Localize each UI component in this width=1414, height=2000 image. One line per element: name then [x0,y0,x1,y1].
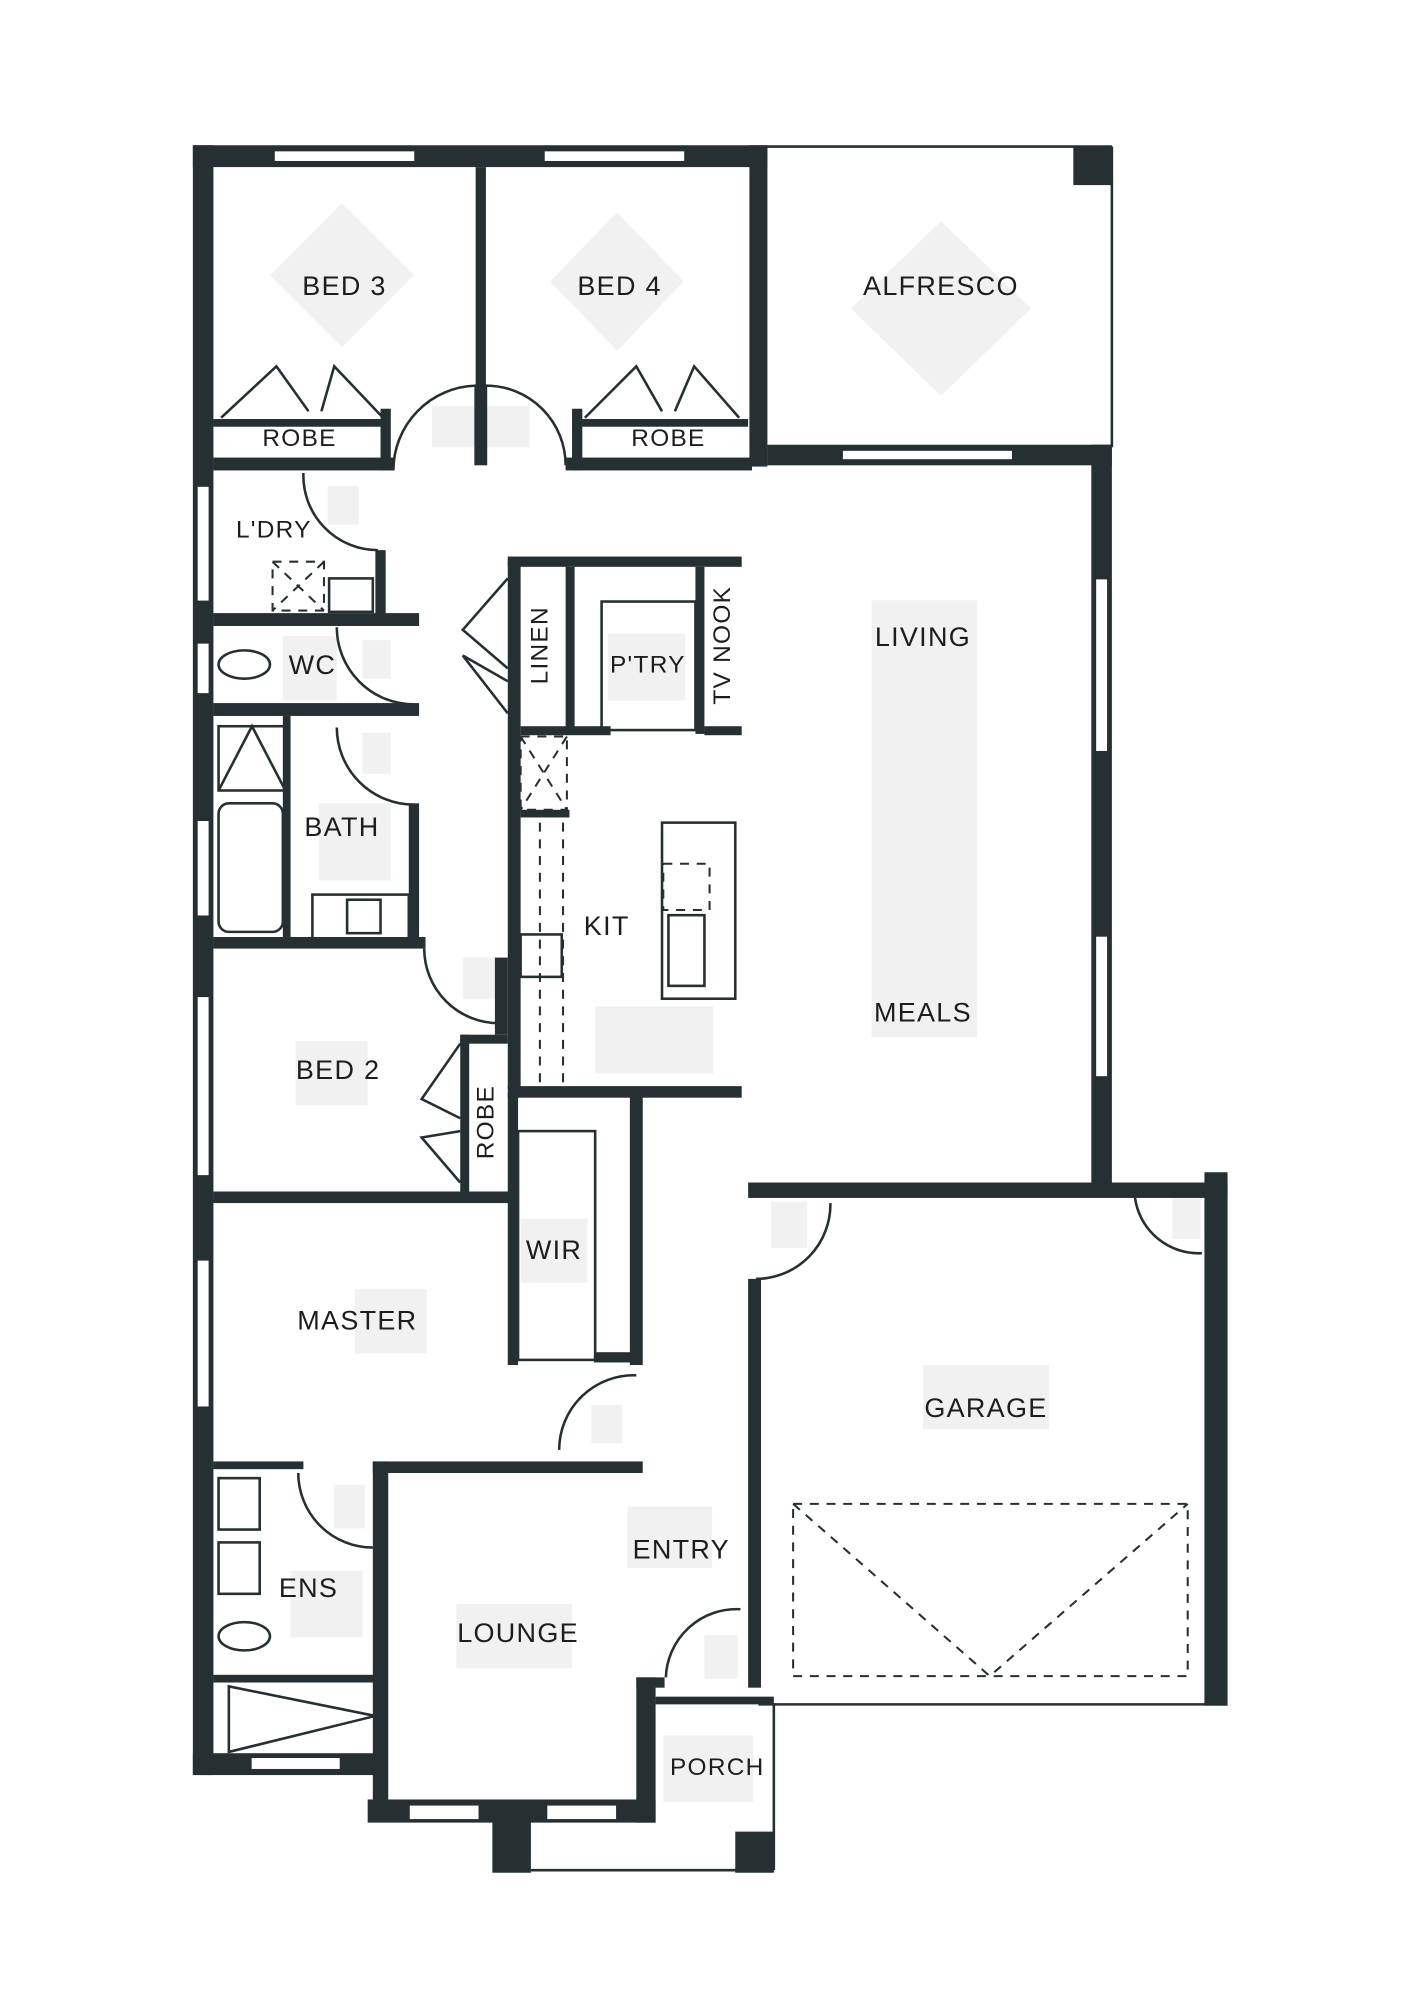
label-bed3: BED 3 [302,271,386,301]
doors [220,363,1202,1678]
label-pantry: P'TRY [610,651,686,678]
label-kitchen: KIT [584,911,630,941]
label-lounge: LOUNGE [457,1618,579,1648]
label-alfresco: ALFRESCO [863,271,1019,301]
label-robe-bed3: ROBE [262,425,336,452]
label-wir: WIR [526,1235,582,1265]
label-tv-nook: TV NOOK [709,586,736,705]
label-laundry: L'DRY [236,516,312,543]
label-wc: WC [289,650,337,680]
label-ensuite: ENS [279,1573,338,1603]
fixtures [217,560,737,1754]
label-master: MASTER [297,1306,417,1336]
label-robe-bed2: ROBE [473,1085,500,1159]
label-bath: BATH [304,812,379,842]
windows [195,149,1109,1822]
label-backgrounds [269,203,1201,1803]
label-meals: MEALS [874,997,972,1027]
label-entry: ENTRY [633,1535,730,1565]
label-garage: GARAGE [924,1393,1047,1423]
label-porch: PORCH [670,1754,765,1781]
label-living: LIVING [875,622,971,652]
room-labels: BED 3 BED 4 ALFRESCO ROBE ROBE L'DRY WC … [236,271,1047,1781]
label-robe-bed4: ROBE [631,425,705,452]
label-linen: LINEN [527,606,554,684]
label-bed4: BED 4 [577,271,661,301]
label-bed2: BED 2 [296,1055,380,1085]
